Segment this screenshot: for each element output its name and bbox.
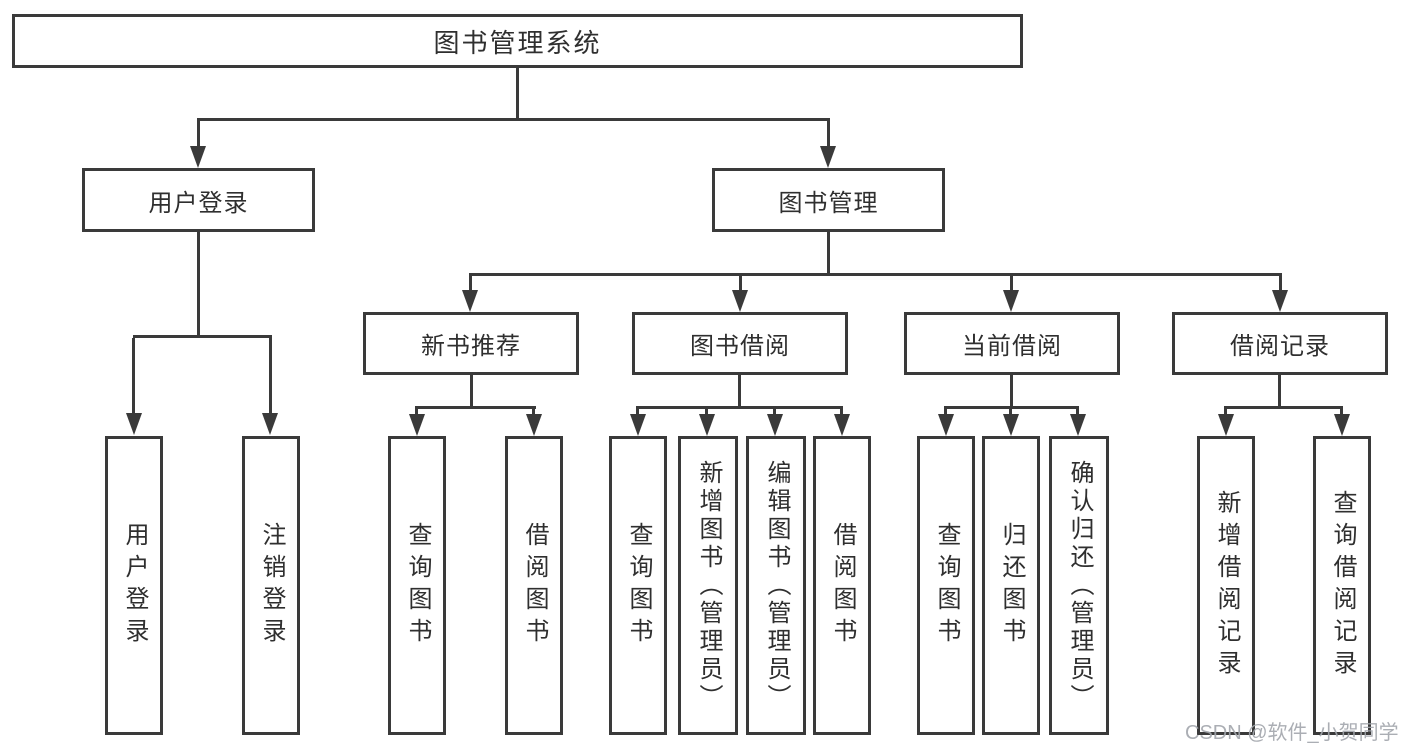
connector-line <box>827 121 830 148</box>
connector-line <box>1279 276 1282 292</box>
connector-line <box>197 118 830 121</box>
node-label: 图书管理系统 <box>433 27 602 58</box>
node-book-borrowing: 图书借阅 <box>632 312 848 375</box>
node-label: 当前借阅 <box>962 333 1062 360</box>
leaf-borrow-books: 借阅图书 <box>813 436 871 735</box>
connector-arrow-down <box>1003 414 1019 436</box>
connector-line <box>773 409 776 417</box>
connector-line <box>197 121 200 148</box>
leaf-return-books: 归还图书 <box>982 436 1040 735</box>
leaf-label: 注销登录 <box>258 521 285 650</box>
connector-arrow-down <box>732 290 748 312</box>
connector-arrow-down <box>1272 290 1288 312</box>
leaf-add-borrow-record: 新增借阅记录 <box>1197 436 1255 735</box>
connector-line <box>1224 406 1343 409</box>
leaf-label: 归还图书 <box>998 521 1025 650</box>
leaf-label: 查询图书 <box>933 521 960 650</box>
leaf-query-books: 查询图书 <box>917 436 975 735</box>
connector-arrow-down <box>1218 414 1234 436</box>
connector-arrow-down <box>462 290 478 312</box>
node-current-borrowing: 当前借阅 <box>904 312 1120 375</box>
connector-line <box>133 335 272 338</box>
connector-line <box>197 232 200 335</box>
leaf-label: 确认归还（管理员） <box>1066 459 1093 712</box>
leaf-user-login: 用户登录 <box>105 436 163 735</box>
leaf-confirm-return-admin: 确认归还（管理员） <box>1049 436 1109 735</box>
connector-line <box>469 276 472 292</box>
connector-line <box>827 232 830 273</box>
connector-arrow-down <box>1003 290 1019 312</box>
leaf-label: 查询图书 <box>625 521 652 650</box>
node-label: 图书管理 <box>778 189 879 217</box>
connector-line <box>1076 409 1079 417</box>
connector-arrow-down <box>1334 414 1350 436</box>
leaf-edit-books-admin: 编辑图书（管理员） <box>746 436 806 735</box>
connector-line <box>269 338 272 416</box>
connector-arrow-down <box>1070 414 1086 436</box>
connector-line <box>1340 409 1343 417</box>
leaf-borrow-books: 借阅图书 <box>505 436 563 735</box>
connector-line <box>636 406 843 409</box>
node-label: 借阅记录 <box>1230 333 1330 360</box>
connector-line <box>516 68 519 121</box>
leaf-add-books-admin: 新增图书（管理员） <box>678 436 738 735</box>
node-borrowing-records: 借阅记录 <box>1172 312 1388 375</box>
leaf-query-books: 查询图书 <box>388 436 446 735</box>
leaf-label: 借阅图书 <box>829 521 856 650</box>
connector-line <box>1010 375 1013 406</box>
connector-line <box>636 409 639 417</box>
connector-arrow-down <box>190 146 206 168</box>
leaf-label: 查询借阅记录 <box>1329 489 1356 682</box>
leaf-label: 查询图书 <box>404 521 431 650</box>
connector-line <box>840 409 843 417</box>
connector-line <box>1224 409 1227 417</box>
connector-line <box>738 375 741 406</box>
leaf-label: 新增图书（管理员） <box>695 459 722 712</box>
connector-line <box>469 273 1282 276</box>
connector-arrow-down <box>834 414 850 436</box>
connector-line <box>470 375 473 406</box>
leaf-label: 借阅图书 <box>521 521 548 650</box>
node-library-management-system: 图书管理系统 <box>12 14 1023 68</box>
connector-arrow-down <box>938 414 954 436</box>
leaf-label: 用户登录 <box>121 521 148 650</box>
connector-line <box>132 338 135 416</box>
leaf-label: 编辑图书（管理员） <box>763 459 790 712</box>
connector-arrow-down <box>630 414 646 436</box>
node-user-login: 用户登录 <box>82 168 315 232</box>
connector-line <box>415 409 418 417</box>
leaf-logout: 注销登录 <box>242 436 300 735</box>
leaf-query-borrow-record: 查询借阅记录 <box>1313 436 1371 735</box>
connector-arrow-down <box>526 414 542 436</box>
connector-line <box>705 409 708 417</box>
node-label: 图书借阅 <box>690 333 790 360</box>
connector-line <box>532 409 535 417</box>
csdn-watermark: CSDN @软件_小贺同学 <box>1185 722 1399 744</box>
connector-line <box>944 406 1079 409</box>
node-label: 用户登录 <box>148 189 249 217</box>
connector-arrow-down <box>262 413 278 435</box>
connector-arrow-down <box>409 414 425 436</box>
connector-line <box>1009 409 1012 417</box>
node-book-management: 图书管理 <box>712 168 945 232</box>
connector-line <box>1010 276 1013 292</box>
node-label: 新书推荐 <box>421 333 521 360</box>
connector-line <box>739 276 742 292</box>
connector-arrow-down <box>699 414 715 436</box>
connector-arrow-down <box>126 413 142 435</box>
leaf-query-books: 查询图书 <box>609 436 667 735</box>
connector-line <box>944 409 947 417</box>
connector-line <box>1278 375 1281 406</box>
node-new-book-recommendation: 新书推荐 <box>363 312 579 375</box>
connector-line <box>415 406 536 409</box>
connector-arrow-down <box>767 414 783 436</box>
leaf-label: 新增借阅记录 <box>1213 489 1240 682</box>
connector-arrow-down <box>820 146 836 168</box>
